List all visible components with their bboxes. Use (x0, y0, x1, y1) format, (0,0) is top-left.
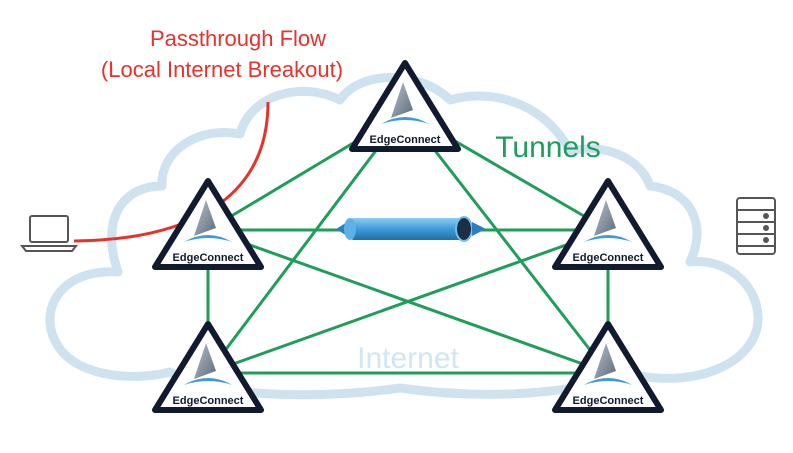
tunnel-right-bottom-left (207, 228, 609, 375)
internet-label: Internet (357, 342, 459, 375)
node-label: EdgeConnect (173, 395, 244, 407)
edgeconnect-wave-icon (584, 378, 632, 385)
edgeconnect-logo-icon (194, 343, 216, 379)
edgeconnect-logo-icon (391, 82, 413, 118)
tunnel-top-bottom-right (403, 111, 610, 374)
server-rack-icon (736, 197, 776, 255)
edgeconnect-node-left: EdgeConnect (152, 178, 264, 270)
tunnels-label: Tunnels (495, 131, 601, 164)
node-label: EdgeConnect (173, 252, 244, 264)
edgeconnect-node-bottom-right: EdgeConnect (552, 321, 664, 413)
passthrough-flow-line (73, 101, 270, 243)
tunnel-pipe-icon (336, 216, 486, 242)
tunnel-top-bottom-left (206, 111, 407, 374)
edgeconnect-logo-icon (194, 200, 216, 236)
edgeconnect-wave-icon (584, 235, 632, 242)
laptop-icon (19, 215, 79, 252)
node-label: EdgeConnect (370, 134, 441, 146)
passthrough-title-line2: (Local Internet Breakout) (101, 57, 343, 82)
passthrough-title-line1: Passthrough Flow (150, 26, 326, 51)
edgeconnect-wave-icon (381, 117, 429, 124)
edgeconnect-wave-icon (184, 235, 232, 242)
edgeconnect-wave-icon (184, 378, 232, 385)
edgeconnect-node-top: EdgeConnect (349, 60, 461, 152)
node-label: EdgeConnect (573, 395, 644, 407)
node-label: EdgeConnect (573, 252, 644, 264)
edgeconnect-node-bottom-left: EdgeConnect (152, 321, 264, 413)
edgeconnect-logo-icon (594, 343, 616, 379)
edgeconnect-node-right: EdgeConnect (552, 178, 664, 270)
edgeconnect-logo-icon (594, 200, 616, 236)
